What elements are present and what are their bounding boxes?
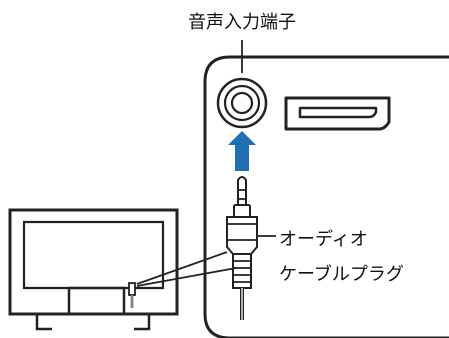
audio-input-jack-label: 音声入力端子: [188, 12, 296, 33]
audio-cable-plug-label-line1: オーディオ: [279, 229, 368, 250]
monitor-icon: [8, 208, 237, 331]
audio-input-jack-icon: [216, 77, 268, 129]
connector-panel: [203, 55, 449, 338]
audio-plug-icon: [226, 176, 258, 320]
up-arrow-icon: [228, 131, 256, 171]
audio-cable-plug-label-line2: ケーブルプラグ: [279, 263, 404, 285]
displayport-icon: [284, 96, 391, 131]
